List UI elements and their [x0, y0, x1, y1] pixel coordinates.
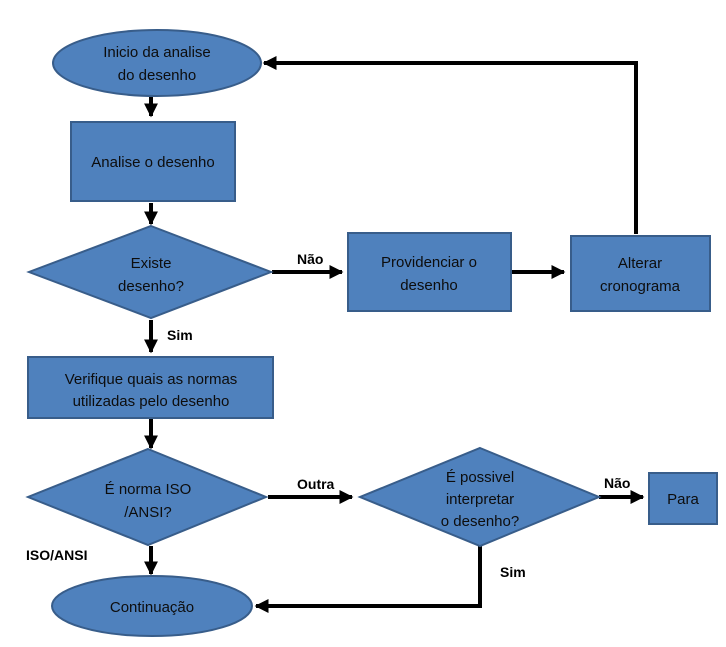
schedule-box [570, 235, 711, 312]
exists-label-line2: desenho? [118, 278, 184, 295]
stop-label: Para [667, 491, 699, 508]
edge-label-exists-yes: Sim [167, 327, 193, 343]
iso-label-line2: /ANSI? [124, 504, 172, 521]
provide-label-line2: desenho [400, 277, 458, 294]
verify-label-line1: Verifique quais as normas [65, 371, 238, 388]
stop-box [648, 472, 718, 525]
start-ellipse [52, 29, 262, 97]
provide-box [347, 232, 512, 312]
iso-diamond [25, 447, 269, 547]
edge-label-exists-no: Não [297, 251, 323, 267]
edge-labels: Não Sim Outra ISO/ANSI Não Sim [26, 251, 630, 580]
continue-label: Continuação [110, 599, 194, 616]
edge-schedule-to-start [262, 56, 638, 234]
analyze-label: Analise o desenho [91, 154, 214, 171]
edge-interpret-to-continue [254, 546, 482, 613]
edges [144, 56, 645, 613]
interpret-diamond [357, 446, 602, 548]
node-start: Inicio da analise do desenho [52, 29, 262, 97]
edge-label-interpret-no: Não [604, 475, 630, 491]
node-continue: Continuação [51, 575, 253, 637]
interpret-label-line3: o desenho? [441, 513, 519, 530]
exists-label-line1: Existe [131, 255, 172, 272]
interpret-label-line2: interpretar [446, 491, 514, 508]
schedule-label-line1: Alterar [618, 255, 662, 272]
node-schedule: Alterar cronograma [570, 235, 711, 312]
node-analyze: Analise o desenho [70, 121, 236, 202]
provide-label-line1: Providenciar o [381, 254, 477, 271]
iso-label-line1: É norma ISO [105, 481, 192, 498]
edge-label-iso-yes: ISO/ANSI [26, 547, 87, 563]
edge-label-iso-other: Outra [297, 476, 335, 492]
exists-diamond [26, 224, 274, 320]
node-stop: Para [648, 472, 718, 525]
node-verify: Verifique quais as normas utilizadas pel… [27, 356, 274, 419]
start-label-line1: Inicio da analise [103, 44, 211, 61]
node-interpret: É possivel interpretar o desenho? [357, 446, 602, 548]
node-provide: Providenciar o desenho [347, 232, 512, 312]
verify-box [27, 356, 274, 419]
node-exists: Existe desenho? [26, 224, 274, 320]
edge-label-interpret-yes: Sim [500, 564, 526, 580]
schedule-label-line2: cronograma [600, 278, 681, 295]
analyze-box [70, 121, 236, 202]
node-iso: É norma ISO /ANSI? [25, 447, 269, 547]
verify-label-line2: utilizadas pelo desenho [73, 393, 230, 410]
interpret-label-line1: É possivel [446, 469, 514, 486]
continue-ellipse [51, 575, 253, 637]
start-label-line2: do desenho [118, 67, 196, 84]
